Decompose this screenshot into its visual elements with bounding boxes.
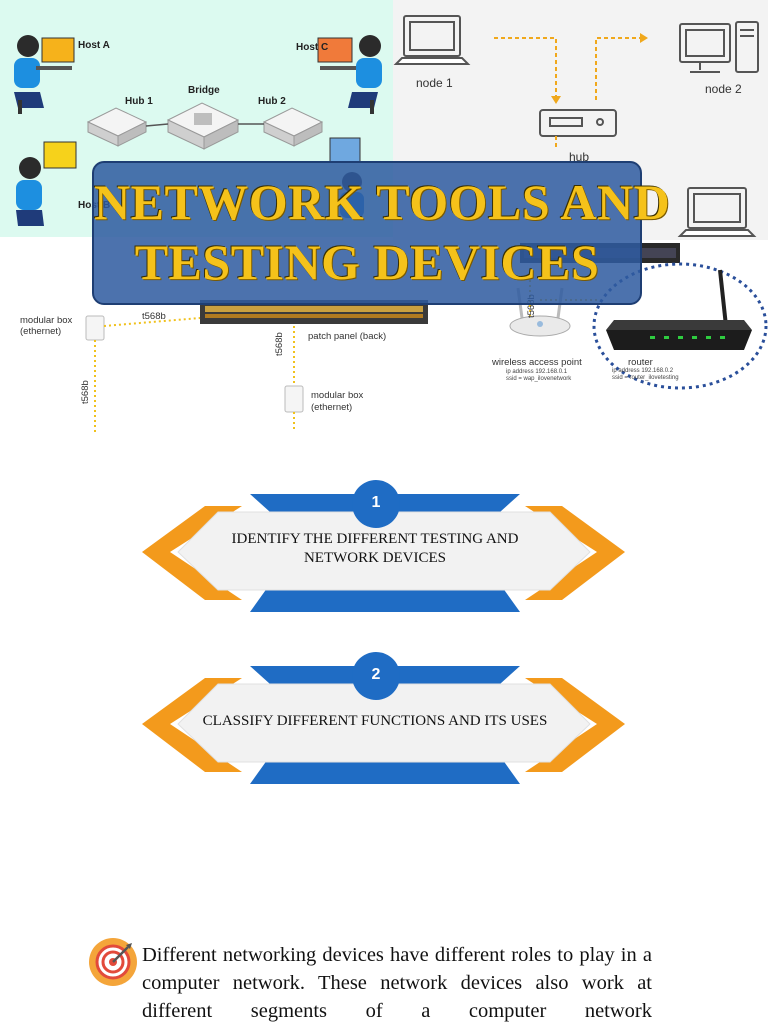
modular-box-left-icon: [85, 315, 105, 341]
hub-1-label: Hub 1: [125, 96, 153, 107]
intro-paragraph: Different networking devices have differ…: [142, 944, 652, 1022]
flow-arrows: [494, 37, 644, 150]
t568b-middle-label: t568b: [274, 332, 285, 356]
wireless-access-point-details: ip address 192.168.0.1 ssid = wap_iloven…: [506, 369, 572, 382]
bridge-label: Bridge: [188, 85, 220, 96]
modular-box-bottom-icon: [284, 385, 304, 413]
host-a-person-icon: [14, 35, 75, 114]
host-b-person-icon: [16, 141, 77, 226]
host-a-label: Host A: [78, 40, 110, 51]
t568b-horizontal-label: t568b: [142, 311, 166, 322]
node-1-label: node 1: [416, 76, 453, 90]
router-details: ip address 192.168.0.2 ssid = router_ilo…: [612, 368, 679, 381]
title-banner: NETWORK TOOLS AND TESTING DEVICES: [92, 161, 671, 305]
router-label: router: [628, 357, 653, 368]
objective-2: 2 CLASSIFY DIFFERENT FUNCTIONS AND ITS U…: [0, 648, 768, 808]
title-line-1: NETWORK TOOLS AND: [94, 174, 671, 230]
objective-2-text: CLASSIFY DIFFERENT FUNCTIONS AND ITS USE…: [202, 713, 548, 729]
title-line-2: TESTING DEVICES: [134, 234, 600, 290]
target-icon: [88, 937, 138, 987]
objective-1-shape: [142, 480, 625, 612]
modular-box-left-label: modular box (ethernet): [20, 315, 73, 337]
router-highlight-ellipse: [592, 262, 768, 390]
node-2-desktop-icon: [679, 21, 759, 73]
objective-2-shape: [142, 652, 625, 784]
hub-label: hub: [569, 150, 590, 164]
router-icon: [606, 269, 752, 350]
hub-box-icon: [539, 109, 617, 137]
wireless-access-point-label: wireless access point: [492, 357, 582, 368]
laptop-right-icon: [677, 187, 757, 237]
hub-2-icon: [262, 107, 324, 147]
t568b-left-label: t568b: [80, 380, 91, 404]
objective-1: 1 IDENTIFY THE DIFFERENT TESTING AND NET…: [0, 476, 768, 636]
hub-2-label: Hub 2: [258, 96, 286, 107]
bridge-icon: [166, 102, 240, 150]
modular-box-bottom-label: modular box (ethernet): [311, 390, 364, 413]
node-2-label: node 2: [705, 82, 742, 96]
objective-2-number: 2: [371, 666, 381, 683]
hub-1-icon: [86, 107, 148, 147]
objective-1-number: 1: [371, 494, 381, 511]
host-c-person-icon: [317, 35, 382, 114]
objective-1-text: IDENTIFY THE DIFFERENT TESTING AND NETWO…: [231, 531, 519, 566]
node-1-laptop-icon: [393, 15, 471, 65]
host-c-label: Host C: [296, 42, 329, 53]
patch-panel-label: patch panel (back): [308, 331, 387, 342]
